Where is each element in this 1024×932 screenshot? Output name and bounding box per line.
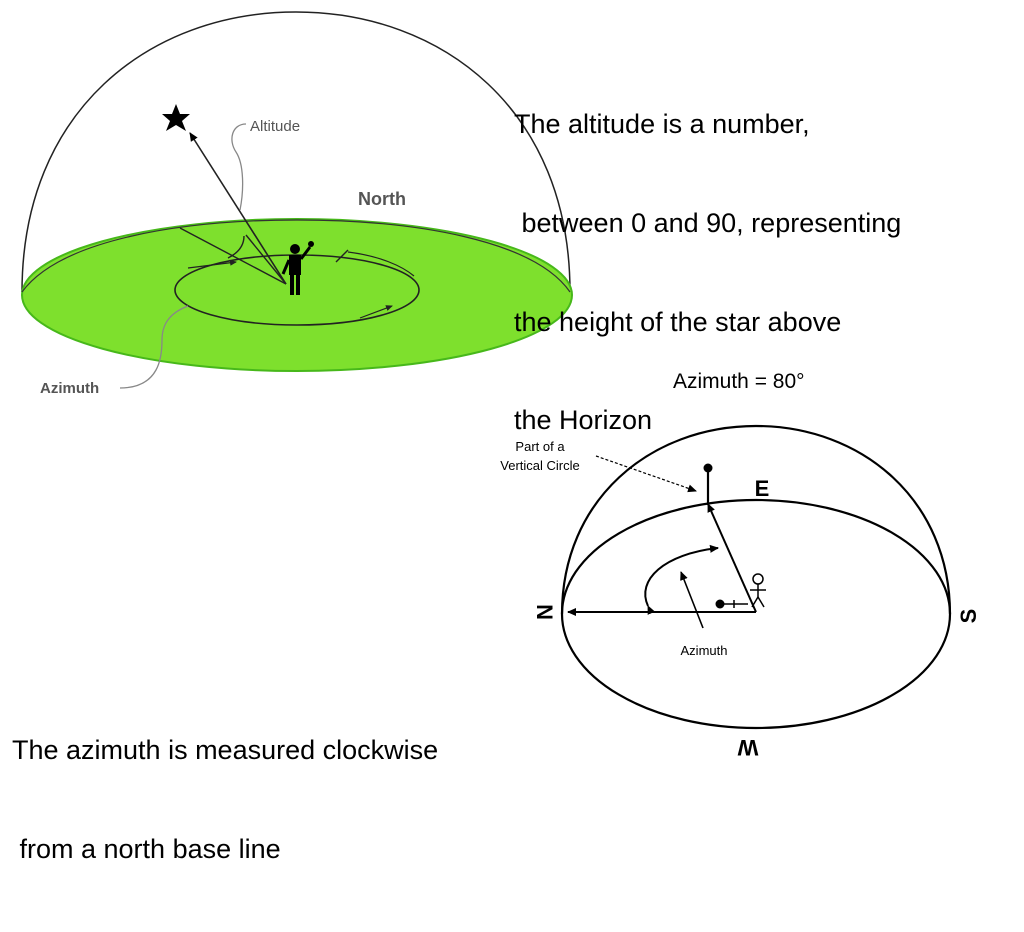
azimuth-description: The azimuth is measured clockwise from a… bbox=[12, 668, 438, 932]
altitude-description-line: the height of the star above bbox=[514, 306, 842, 337]
azimuth-pointer bbox=[680, 571, 704, 629]
star-direction-line bbox=[707, 503, 757, 613]
horizon-line-west bbox=[179, 227, 287, 285]
observer-icon bbox=[281, 241, 314, 295]
stick-figure-icon bbox=[715, 573, 766, 609]
azimuth-arrow-1 bbox=[187, 259, 237, 269]
celestial-sphere-figures: Altitude North Azimuth Azimuth = 80° bbox=[21, 11, 981, 760]
sky-dome bbox=[21, 11, 571, 293]
altitude-description-line: The altitude is a number, bbox=[514, 108, 810, 139]
vertical-circle-pointer bbox=[595, 455, 697, 493]
north-arc bbox=[347, 251, 415, 277]
top-figure: Altitude North Azimuth bbox=[21, 11, 573, 397]
compass-w: W bbox=[737, 735, 758, 760]
bottom-azimuth-label: Azimuth bbox=[681, 643, 728, 658]
star-icon bbox=[162, 104, 190, 131]
azimuth-arrow-2 bbox=[359, 305, 393, 319]
azimuth-label: Azimuth bbox=[40, 380, 99, 397]
altitude-label: Altitude bbox=[250, 118, 300, 135]
altitude-arrow bbox=[189, 132, 287, 285]
star-dot bbox=[703, 463, 713, 473]
bottom-horizon bbox=[560, 498, 952, 730]
compass-e: E bbox=[755, 476, 770, 501]
altitude-description: The altitude is a number, between 0 and … bbox=[514, 42, 901, 503]
altitude-description-line: between 0 and 90, representing bbox=[514, 207, 902, 238]
compass-s: S bbox=[956, 609, 981, 624]
altitude-label-connector bbox=[231, 123, 247, 211]
north-tick bbox=[335, 249, 349, 263]
bottom-sky-dome bbox=[560, 424, 952, 615]
vertical-circle-label-line2: Vertical Circle bbox=[500, 458, 579, 473]
altitude-description-line: the Horizon bbox=[514, 405, 653, 436]
slide: Altitude North Azimuth Azimuth = 80° bbox=[12, 11, 981, 864]
compass-n: N bbox=[532, 604, 557, 620]
altitude-arc bbox=[227, 235, 245, 259]
azimuth-value-heading: Azimuth = 80° bbox=[673, 370, 805, 393]
azimuth-description-line: The azimuth is measured clockwise bbox=[12, 734, 439, 765]
horizon-line-star bbox=[245, 234, 287, 285]
azimuth-arc bbox=[644, 544, 719, 615]
azimuth-label-connector bbox=[119, 305, 189, 389]
bottom-figure: Azimuth = 80° bbox=[500, 370, 981, 760]
vertical-circle-label-line1: Part of a bbox=[515, 439, 565, 454]
azimuth-description-line: from a north base line bbox=[12, 833, 281, 864]
dome-rim-back bbox=[21, 219, 571, 293]
north-label: North bbox=[358, 189, 406, 209]
